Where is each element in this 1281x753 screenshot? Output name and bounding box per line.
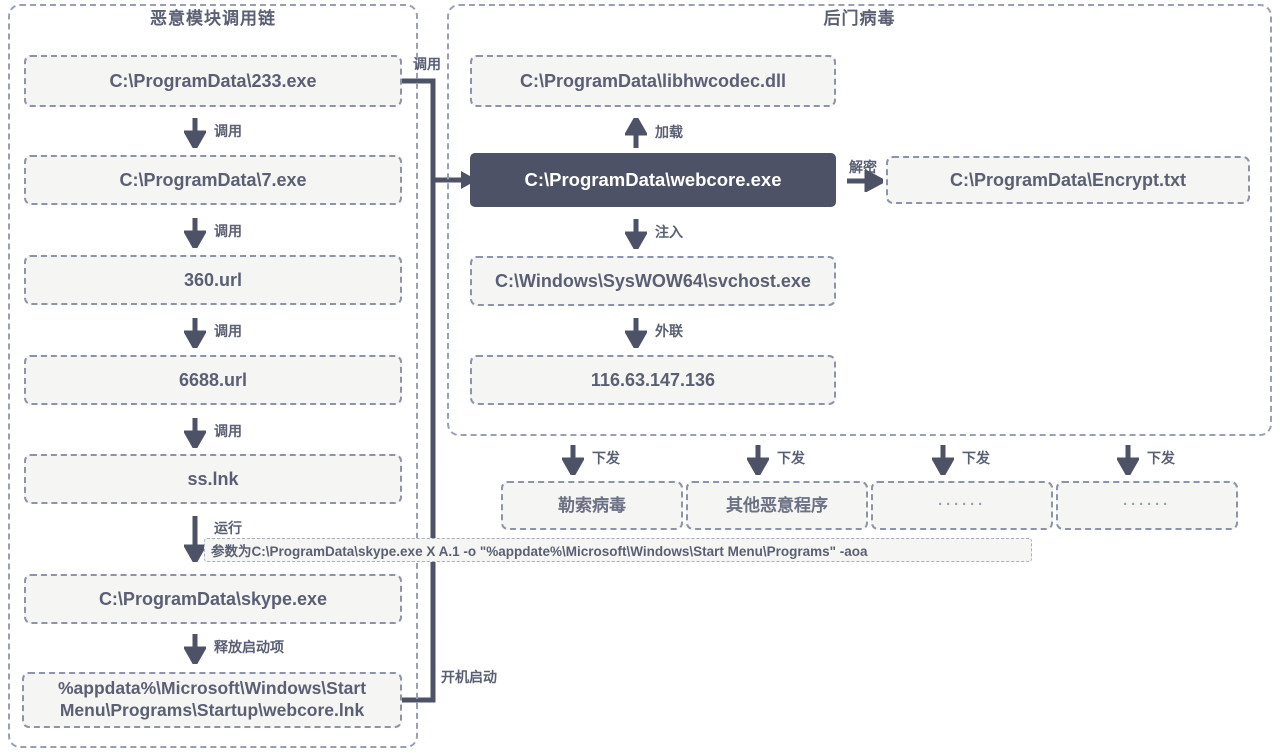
arrow-label-call-3: 调用 bbox=[214, 323, 242, 339]
arrow-label-load: 加载 bbox=[655, 124, 683, 140]
node-programdata-7-exe[interactable]: C:\ProgramData\7.exe bbox=[24, 155, 402, 205]
cross-link-label-boot-start: 开机启动 bbox=[441, 669, 497, 685]
node-webcore-exe[interactable]: C:\ProgramData\webcore.exe bbox=[470, 153, 836, 207]
payload-item-1[interactable]: 勒索病毒 bbox=[501, 481, 683, 530]
panel-malicious-module-chain bbox=[8, 4, 418, 748]
arrow-down-call-3 bbox=[184, 318, 206, 348]
node-startup-webcore-lnk[interactable]: %appdata%\Microsoft\Windows\Start Menu\P… bbox=[22, 672, 402, 728]
arrow-down-outbound bbox=[625, 318, 647, 348]
node-ss-lnk[interactable]: ss.lnk bbox=[24, 454, 402, 504]
arrow-up-load bbox=[625, 118, 647, 148]
arrow-down-call-2 bbox=[184, 218, 206, 248]
arrow-label-deliver-3: 下发 bbox=[962, 450, 990, 466]
arrow-down-run bbox=[184, 516, 206, 562]
node-programdata-233-exe[interactable]: C:\ProgramData\233.exe bbox=[24, 55, 402, 107]
arrow-down-drop-startup bbox=[184, 634, 206, 664]
arrow-down-call-4 bbox=[184, 418, 206, 448]
param-note: 参数为C:\ProgramData\skype.exe X A.1 -o "%a… bbox=[204, 538, 1032, 562]
node-c2-ip[interactable]: 116.63.147.136 bbox=[470, 355, 836, 405]
arrow-label-inject: 注入 bbox=[655, 224, 683, 240]
panel-left-title: 恶意模块调用链 bbox=[150, 9, 276, 28]
arrow-label-deliver-1: 下发 bbox=[592, 450, 620, 466]
node-360-url[interactable]: 360.url bbox=[24, 255, 402, 305]
payload-item-2[interactable]: 其他恶意程序 bbox=[686, 481, 868, 530]
arrow-label-call-2: 调用 bbox=[214, 223, 242, 239]
arrow-label-drop-startup: 释放启动项 bbox=[214, 639, 284, 655]
cross-link-label-call: 调用 bbox=[413, 56, 441, 72]
arrow-down-deliver-2 bbox=[747, 445, 769, 475]
node-libhwcodec-dll[interactable]: C:\ProgramData\libhwcodec.dll bbox=[470, 55, 836, 107]
arrow-label-deliver-2: 下发 bbox=[777, 450, 805, 466]
panel-backdoor-virus bbox=[447, 4, 1272, 436]
arrow-down-deliver-1 bbox=[562, 445, 584, 475]
arrow-down-deliver-3 bbox=[932, 445, 954, 475]
node-svchost-exe[interactable]: C:\Windows\SysWOW64\svchost.exe bbox=[470, 256, 836, 306]
payload-item-3[interactable]: ······ bbox=[871, 481, 1053, 530]
arrow-label-deliver-4: 下发 bbox=[1147, 450, 1175, 466]
payload-item-4[interactable]: ······ bbox=[1056, 481, 1238, 530]
panel-right-title: 后门病毒 bbox=[823, 9, 896, 28]
node-encrypt-txt[interactable]: C:\ProgramData\Encrypt.txt bbox=[886, 156, 1250, 204]
arrow-label-run: 运行 bbox=[214, 520, 242, 536]
arrow-down-inject bbox=[625, 219, 647, 249]
node-6688-url[interactable]: 6688.url bbox=[24, 355, 402, 405]
arrow-down-call-1 bbox=[184, 118, 206, 148]
arrow-label-decrypt: 解密 bbox=[849, 159, 877, 175]
arrow-right-decrypt bbox=[847, 170, 883, 192]
arrow-label-outbound: 外联 bbox=[655, 323, 683, 339]
arrow-label-call-4: 调用 bbox=[214, 423, 242, 439]
node-programdata-skype-exe[interactable]: C:\ProgramData\skype.exe bbox=[24, 574, 402, 624]
arrow-down-deliver-4 bbox=[1117, 445, 1139, 475]
arrow-label-call-1: 调用 bbox=[214, 123, 242, 139]
